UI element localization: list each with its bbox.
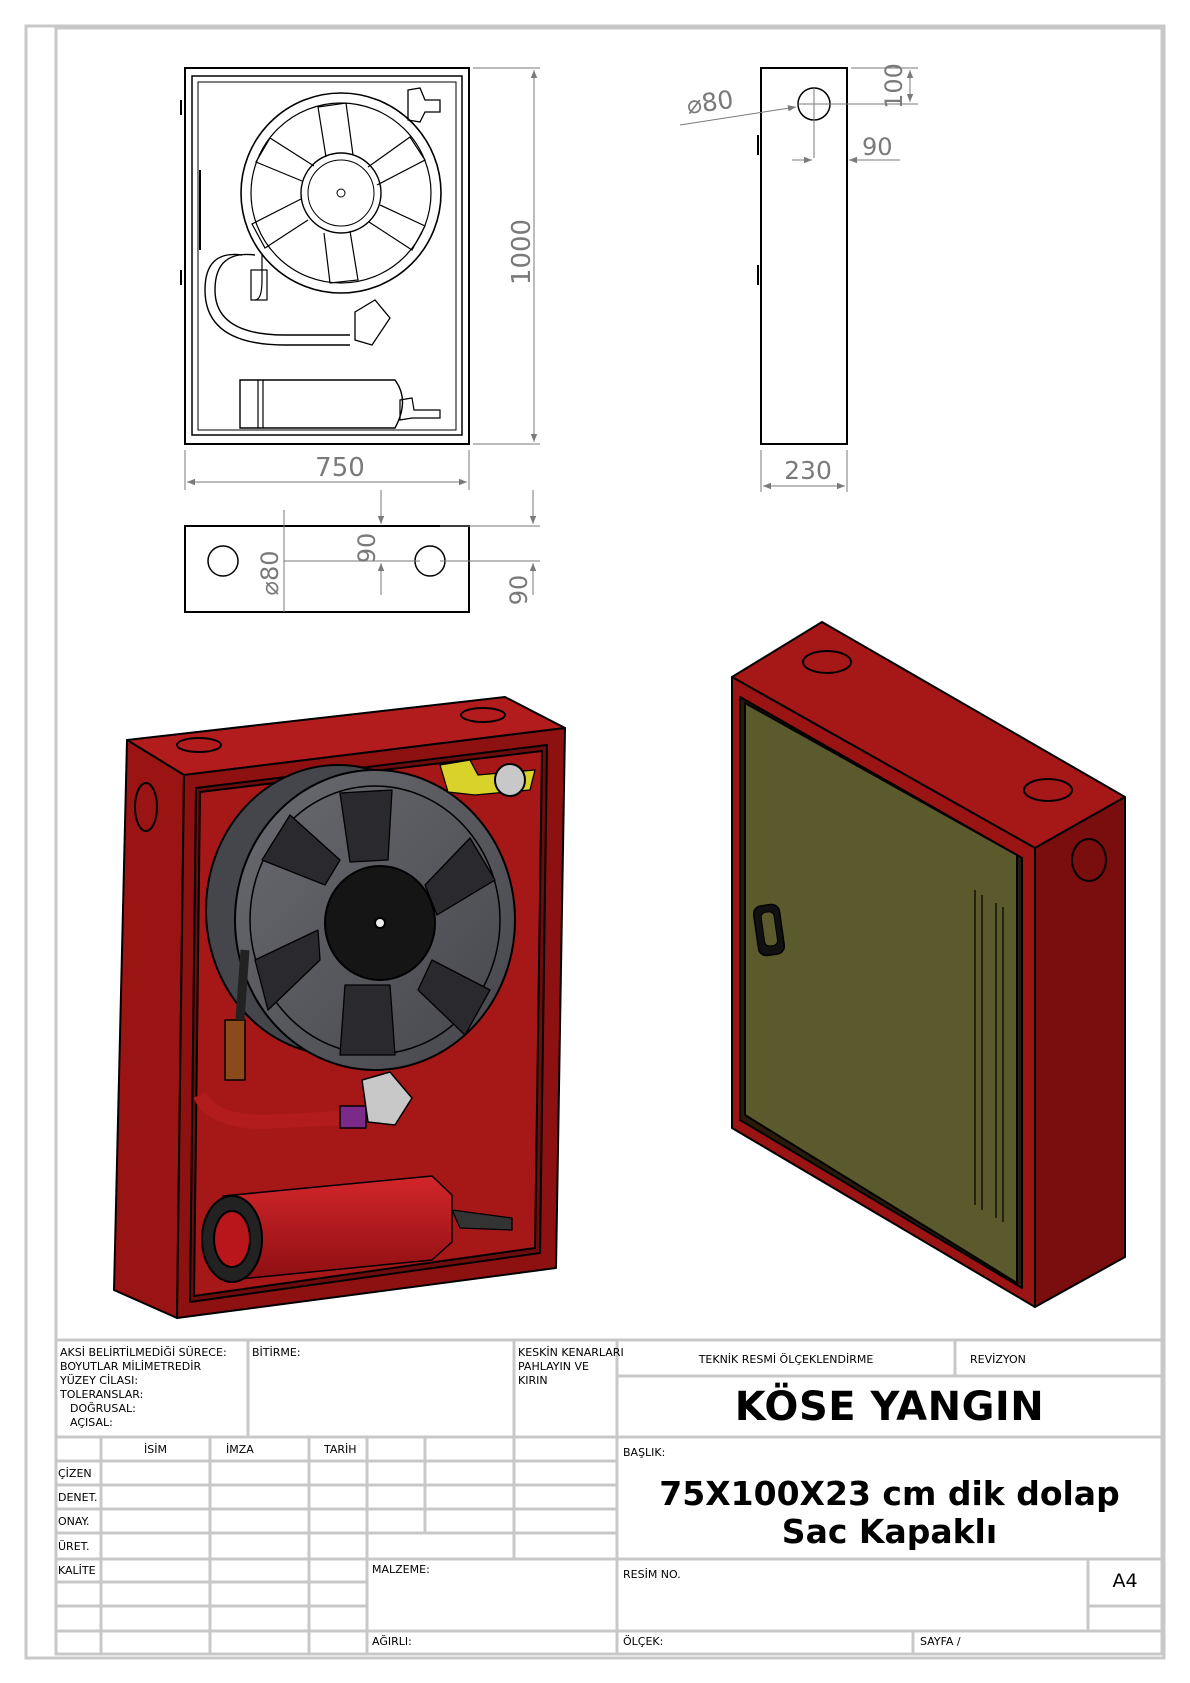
outer-border	[24, 24, 1166, 1660]
scale-label: ÖLÇEK:	[623, 1635, 664, 1648]
dim-side-depth: 230	[784, 456, 832, 485]
drawing-no-label: RESİM NO.	[623, 1568, 681, 1581]
sheet-label: SAYFA /	[920, 1635, 961, 1648]
company-name: KÖSE YANGIN	[734, 1384, 1045, 1430]
dim-side-hole-top: 100	[880, 63, 908, 109]
row-checked: DENET.	[58, 1491, 98, 1504]
edges-note-3: KIRIN	[518, 1374, 548, 1387]
side-dimensions	[679, 67, 918, 492]
dim-top-hole-offset-b: 90	[505, 575, 533, 606]
iso-open-cabinet	[113, 696, 566, 1319]
note-units-mm: BOYUTLAR MİLİMETREDİR	[60, 1360, 202, 1373]
col-signature-header: İMZA	[226, 1443, 254, 1456]
row-approved: ONAY.	[58, 1515, 90, 1528]
dim-top-hole-offset-a: 90	[353, 533, 381, 564]
dim-top-hole-dia: ⌀80	[256, 551, 284, 596]
note-surface-finish: YÜZEY CİLASI:	[60, 1374, 139, 1387]
top-dimensions	[283, 490, 540, 612]
weight-label: AĞIRLI:	[372, 1635, 412, 1648]
note-angular: AÇISAL:	[70, 1416, 113, 1429]
paper-size: A4	[1112, 1570, 1138, 1592]
note-unless-specified: AKSİ BELİRTİLMEDİĞİ SÜRECE:	[60, 1346, 227, 1359]
scale-note: TEKNİK RESMİ ÖLÇEKLENDİRME	[698, 1353, 874, 1366]
note-tolerances: TOLERANSLAR:	[60, 1388, 144, 1401]
front-view	[180, 67, 470, 445]
dim-side-hole-offset: 90	[862, 133, 893, 161]
row-drawn: ÇİZEN	[58, 1467, 92, 1480]
row-manufactured: ÜRET.	[58, 1540, 90, 1553]
dim-front-height: 1000	[507, 219, 537, 285]
edges-note-2: PAHLAYIN VE	[518, 1360, 589, 1373]
revision-label: REVİZYON	[970, 1353, 1026, 1366]
front-dimensions	[184, 67, 540, 490]
col-date-header: TARİH	[324, 1443, 357, 1456]
finish-label: BİTİRME:	[252, 1346, 301, 1359]
drawing-title-line1: 75X100X23 cm dik dolap	[659, 1474, 1120, 1513]
row-quality: KALİTE	[58, 1564, 96, 1577]
dim-side-hole-dia: ⌀80	[685, 85, 735, 120]
top-view	[184, 525, 470, 613]
inner-border	[54, 26, 1164, 1656]
edges-note-1: KESKİN KENARLARI	[518, 1346, 624, 1359]
title-block-grid	[56, 1338, 1162, 1654]
col-name-header: İSİM	[144, 1443, 167, 1456]
drawing-title-line2: Sac Kapaklı	[781, 1512, 998, 1551]
note-linear: DOĞRUSAL:	[70, 1402, 136, 1415]
material-label: MALZEME:	[372, 1563, 430, 1576]
iso-closed-cabinet	[731, 621, 1126, 1308]
side-view	[757, 67, 848, 445]
title-label: BAŞLIK:	[623, 1446, 666, 1459]
dim-front-width: 750	[315, 453, 365, 483]
